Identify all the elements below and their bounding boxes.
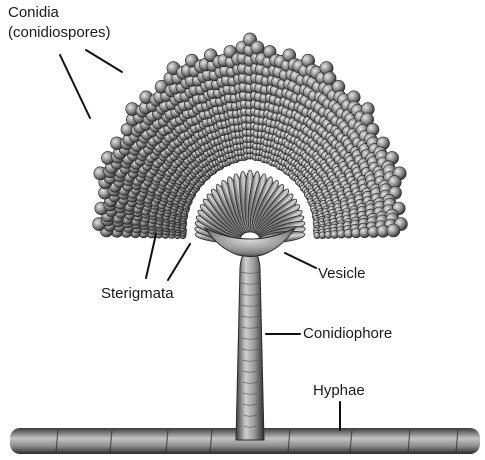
conidium-spore	[251, 41, 264, 54]
leader-vesicle	[285, 253, 316, 268]
label-vesicle: Vesicle	[318, 265, 366, 283]
leader-sterigmata-2	[168, 244, 190, 280]
label-conidiophore: Conidiophore	[303, 325, 392, 343]
conidiophore-stalk	[236, 248, 264, 440]
leader-conidia-1	[60, 55, 90, 118]
conidium-spore	[387, 224, 400, 237]
label-hyphae: Hyphae	[313, 382, 365, 400]
label-conidiospores: (conidiospores)	[8, 24, 111, 42]
label-conidia: Conidia	[8, 4, 59, 22]
label-sterigmata: Sterigmata	[101, 285, 174, 303]
leader-sterigmata-1	[146, 234, 156, 278]
leader-conidia-2	[86, 50, 122, 72]
